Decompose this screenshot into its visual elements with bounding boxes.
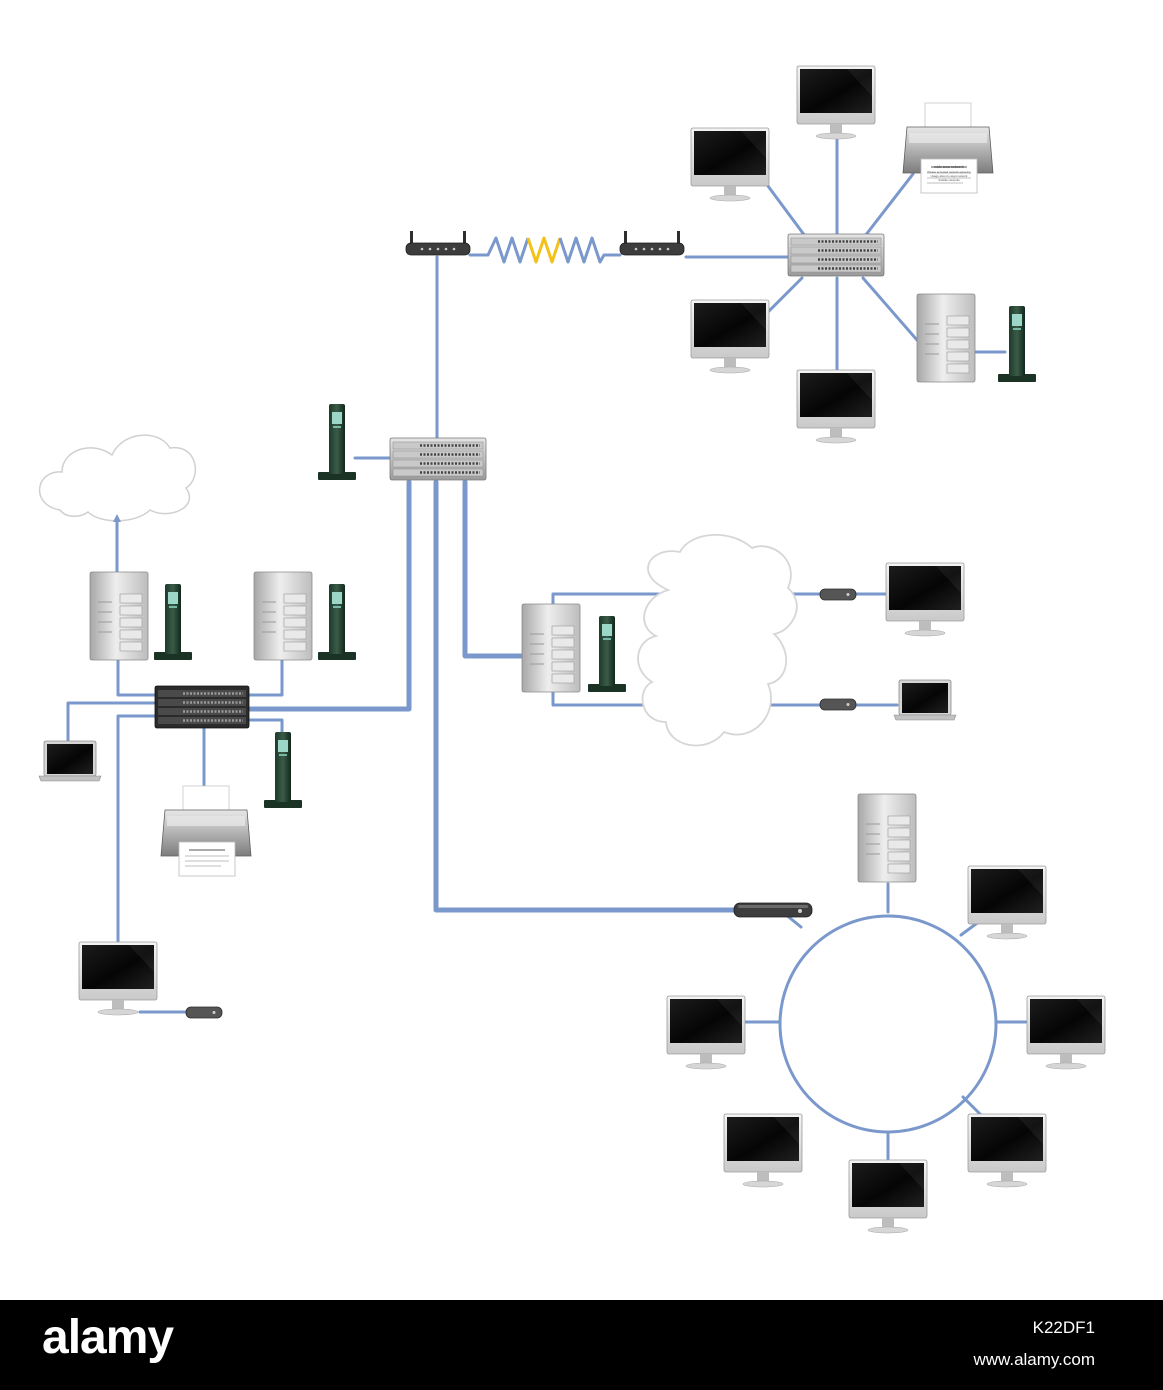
- bus-modem: [733, 902, 813, 918]
- tunnel-cloud: [637, 534, 798, 747]
- site-url: www.alamy.com: [973, 1350, 1095, 1369]
- lan-printer: [160, 785, 252, 877]
- internet-cloud: [38, 434, 197, 522]
- lan-ups-1: [154, 584, 192, 660]
- tunnel-laptop: [893, 679, 957, 721]
- arrow-up-icon: [113, 514, 121, 522]
- wan-link-zigzag: [486, 236, 606, 264]
- printer-paper-text: wide area network Please accepted networ…: [928, 165, 971, 182]
- tunnel-modem-1: [819, 588, 857, 601]
- ring-monitor-1: [967, 865, 1047, 940]
- tunnel-modem-2: [819, 698, 857, 711]
- ring-network: [778, 914, 998, 1134]
- image-id: K22DF1: [1032, 1318, 1095, 1337]
- core-switch: [388, 436, 488, 482]
- router-left: [405, 230, 471, 256]
- ring-monitor-2: [1026, 995, 1106, 1070]
- router-right: [619, 230, 685, 256]
- star-monitor-bottom: [796, 369, 876, 444]
- star-server: [916, 293, 976, 383]
- paper-heading: wide area network: [933, 165, 964, 169]
- lan-switch: [153, 684, 251, 730]
- alamy-logo: alamy: [42, 1311, 174, 1364]
- tunnel-monitor: [885, 562, 965, 637]
- star-monitor-top: [796, 65, 876, 140]
- paper-line-1: Please accepted network agreeing: [928, 170, 971, 174]
- star-ups: [998, 306, 1036, 382]
- lan-server-1: [89, 571, 149, 661]
- ring-monitor-3: [967, 1113, 1047, 1188]
- network-diagram: wide area network Please accepted networ…: [38, 65, 1106, 1234]
- ring-monitor-5: [723, 1113, 803, 1188]
- ring-server: [857, 793, 917, 883]
- ring-monitor-6: [666, 995, 746, 1070]
- star-switch: [786, 232, 886, 278]
- paper-line-2: Usage about to ways network: [931, 174, 968, 178]
- ring-monitor-4: [848, 1159, 928, 1234]
- watermark-footer: alamy K22DF1 www.alamy.com: [0, 1300, 1163, 1390]
- star-monitor-topleft: [690, 127, 770, 202]
- lan-ups-2: [318, 584, 356, 660]
- lan-laptop: [38, 740, 102, 782]
- lan-monitor: [78, 941, 158, 1016]
- lan-server-2: [253, 571, 313, 661]
- lan-ups-3: [264, 732, 302, 808]
- tunnel-ups: [588, 616, 626, 692]
- core-ups: [318, 404, 356, 480]
- lan-modem: [185, 1006, 223, 1019]
- star-monitor-bottomleft: [690, 299, 770, 374]
- tunnel-server: [521, 603, 581, 693]
- paper-line-3: Subtitle networks: [938, 178, 960, 182]
